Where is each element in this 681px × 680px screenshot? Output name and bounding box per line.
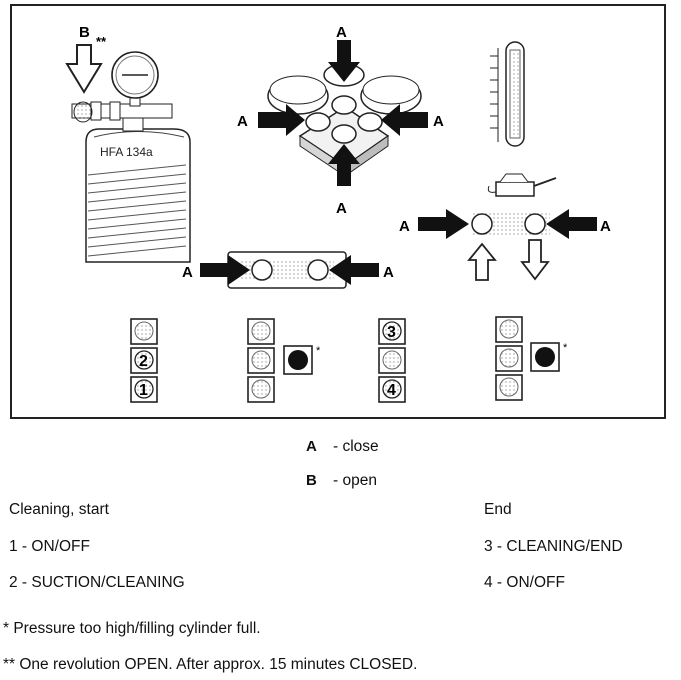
oil-can-icon xyxy=(487,173,557,197)
button-2-label: 2 xyxy=(139,353,148,370)
close-arrows-valve-bar xyxy=(200,255,379,285)
label-a-bar-left: A xyxy=(182,264,193,281)
valve-block xyxy=(267,63,422,177)
flow-arrows-oil xyxy=(467,239,550,281)
full-warning-marker-end: * xyxy=(563,342,568,354)
end-item-2: 4 - ON/OFF xyxy=(484,574,565,591)
refrigerant-cylinder: HFA 134a xyxy=(85,128,191,263)
label-b: B xyxy=(79,24,90,41)
legend-a-key: A xyxy=(306,438,317,455)
legend-b-key: B xyxy=(306,472,317,489)
start-heading: Cleaning, start xyxy=(9,501,109,518)
end-item-1: 3 - CLEANING/END xyxy=(484,538,623,555)
legend-b-text: - open xyxy=(333,472,377,489)
button-1-label: 1 xyxy=(139,382,148,399)
filling-cylinder xyxy=(490,41,525,147)
legend-a-text: - close xyxy=(333,438,379,455)
label-a-left: A xyxy=(237,113,248,130)
open-arrow-b xyxy=(65,44,103,94)
oil-valve-pair xyxy=(471,212,550,236)
footnote-pressure: * Pressure too high/filling cylinder ful… xyxy=(3,620,261,637)
label-a-right: A xyxy=(433,113,444,130)
label-a-bar-right: A xyxy=(383,264,394,281)
label-b-marker: ** xyxy=(96,34,107,49)
service-diagram-figure: HFA 134a B ** A A A xyxy=(10,4,666,419)
close-arrows-oil-valves xyxy=(418,209,597,239)
panel-column-start xyxy=(130,318,158,403)
label-a-oil-left: A xyxy=(399,218,410,235)
end-heading: End xyxy=(484,501,512,518)
label-a-oil-right: A xyxy=(600,218,611,235)
start-item-1: 1 - ON/OFF xyxy=(9,538,90,555)
cylinder-valve-and-gauge xyxy=(71,51,173,132)
panel-column-end xyxy=(378,318,406,403)
panel-column-indicator-end xyxy=(495,316,560,401)
label-a-top: A xyxy=(336,24,347,41)
button-4-label: 4 xyxy=(387,382,396,399)
footnote-revolution: ** One revolution OPEN. After approx. 15… xyxy=(3,656,418,673)
panel-column-indicator-start xyxy=(247,318,313,403)
full-warning-marker-start: * xyxy=(316,345,321,357)
cylinder-label: HFA 134a xyxy=(100,145,153,159)
button-3-label: 3 xyxy=(387,324,396,341)
start-item-2: 2 - SUCTION/CLEANING xyxy=(9,574,185,591)
label-a-bottom: A xyxy=(336,200,347,217)
close-arrows-valve-block xyxy=(258,40,428,186)
